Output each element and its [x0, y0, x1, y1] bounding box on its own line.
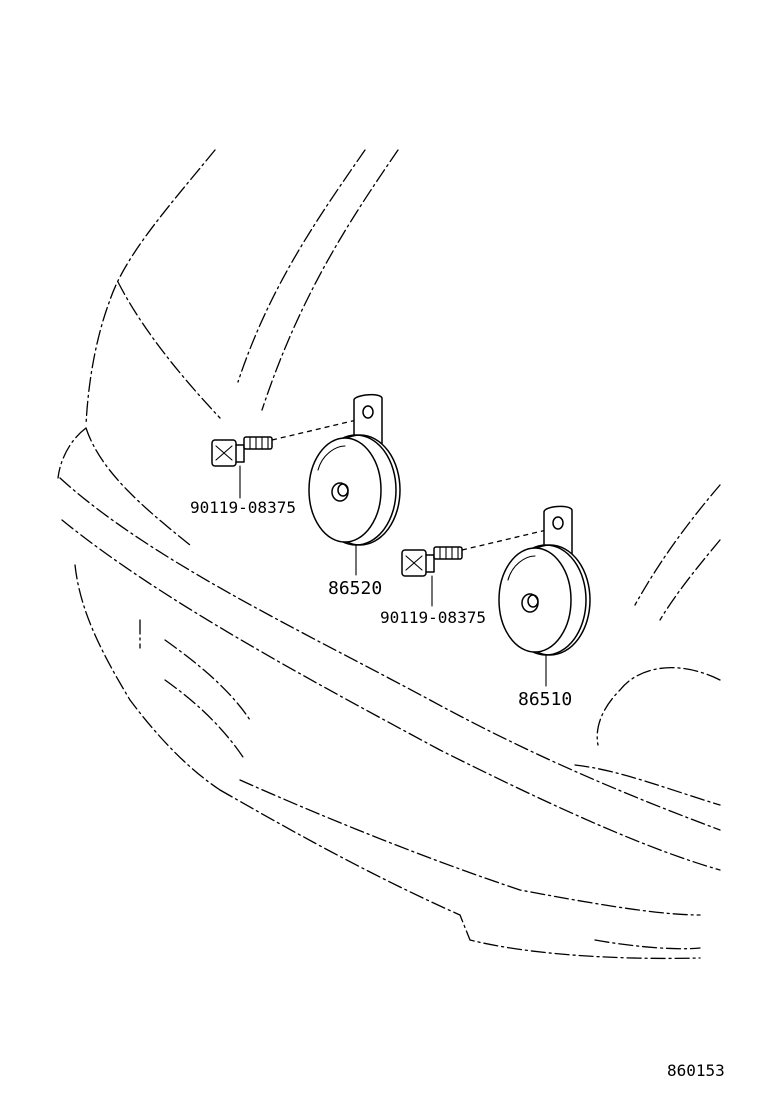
fender-left [85, 427, 191, 546]
horn-left-part-number: 86520 [328, 578, 382, 599]
right-body-1 [634, 484, 721, 606]
hood-edge-left [85, 149, 216, 426]
headlamp-right-2 [574, 764, 721, 806]
headlamp-right [596, 667, 721, 746]
bumper-lower-2 [239, 779, 701, 916]
hood-line-center-1 [237, 149, 366, 383]
horn-left [308, 393, 401, 576]
bolt-right-part-number: 90119-08375 [380, 608, 486, 627]
bumper-lower [219, 789, 701, 960]
fender-left-2 [57, 427, 87, 479]
hood-crease-left [117, 281, 221, 419]
vehicle-body-outline [57, 149, 721, 960]
horn-right-part-number: 86510 [518, 689, 572, 710]
hood-line-center-2 [261, 149, 399, 411]
bolt-right [401, 527, 556, 607]
bumper-line-3 [74, 564, 221, 791]
right-bumper-slot [594, 939, 701, 950]
right-body-2 [659, 539, 721, 621]
bolt-left [211, 417, 366, 499]
bolt-left-part-number: 90119-08375 [190, 498, 296, 517]
figure-id: 860153 [667, 1061, 725, 1080]
grille-slot-1 [164, 639, 251, 721]
grille-slot-2 [164, 679, 246, 761]
bumper-top [59, 477, 721, 831]
horn-right [498, 505, 591, 687]
bumper-line-2 [61, 519, 721, 871]
